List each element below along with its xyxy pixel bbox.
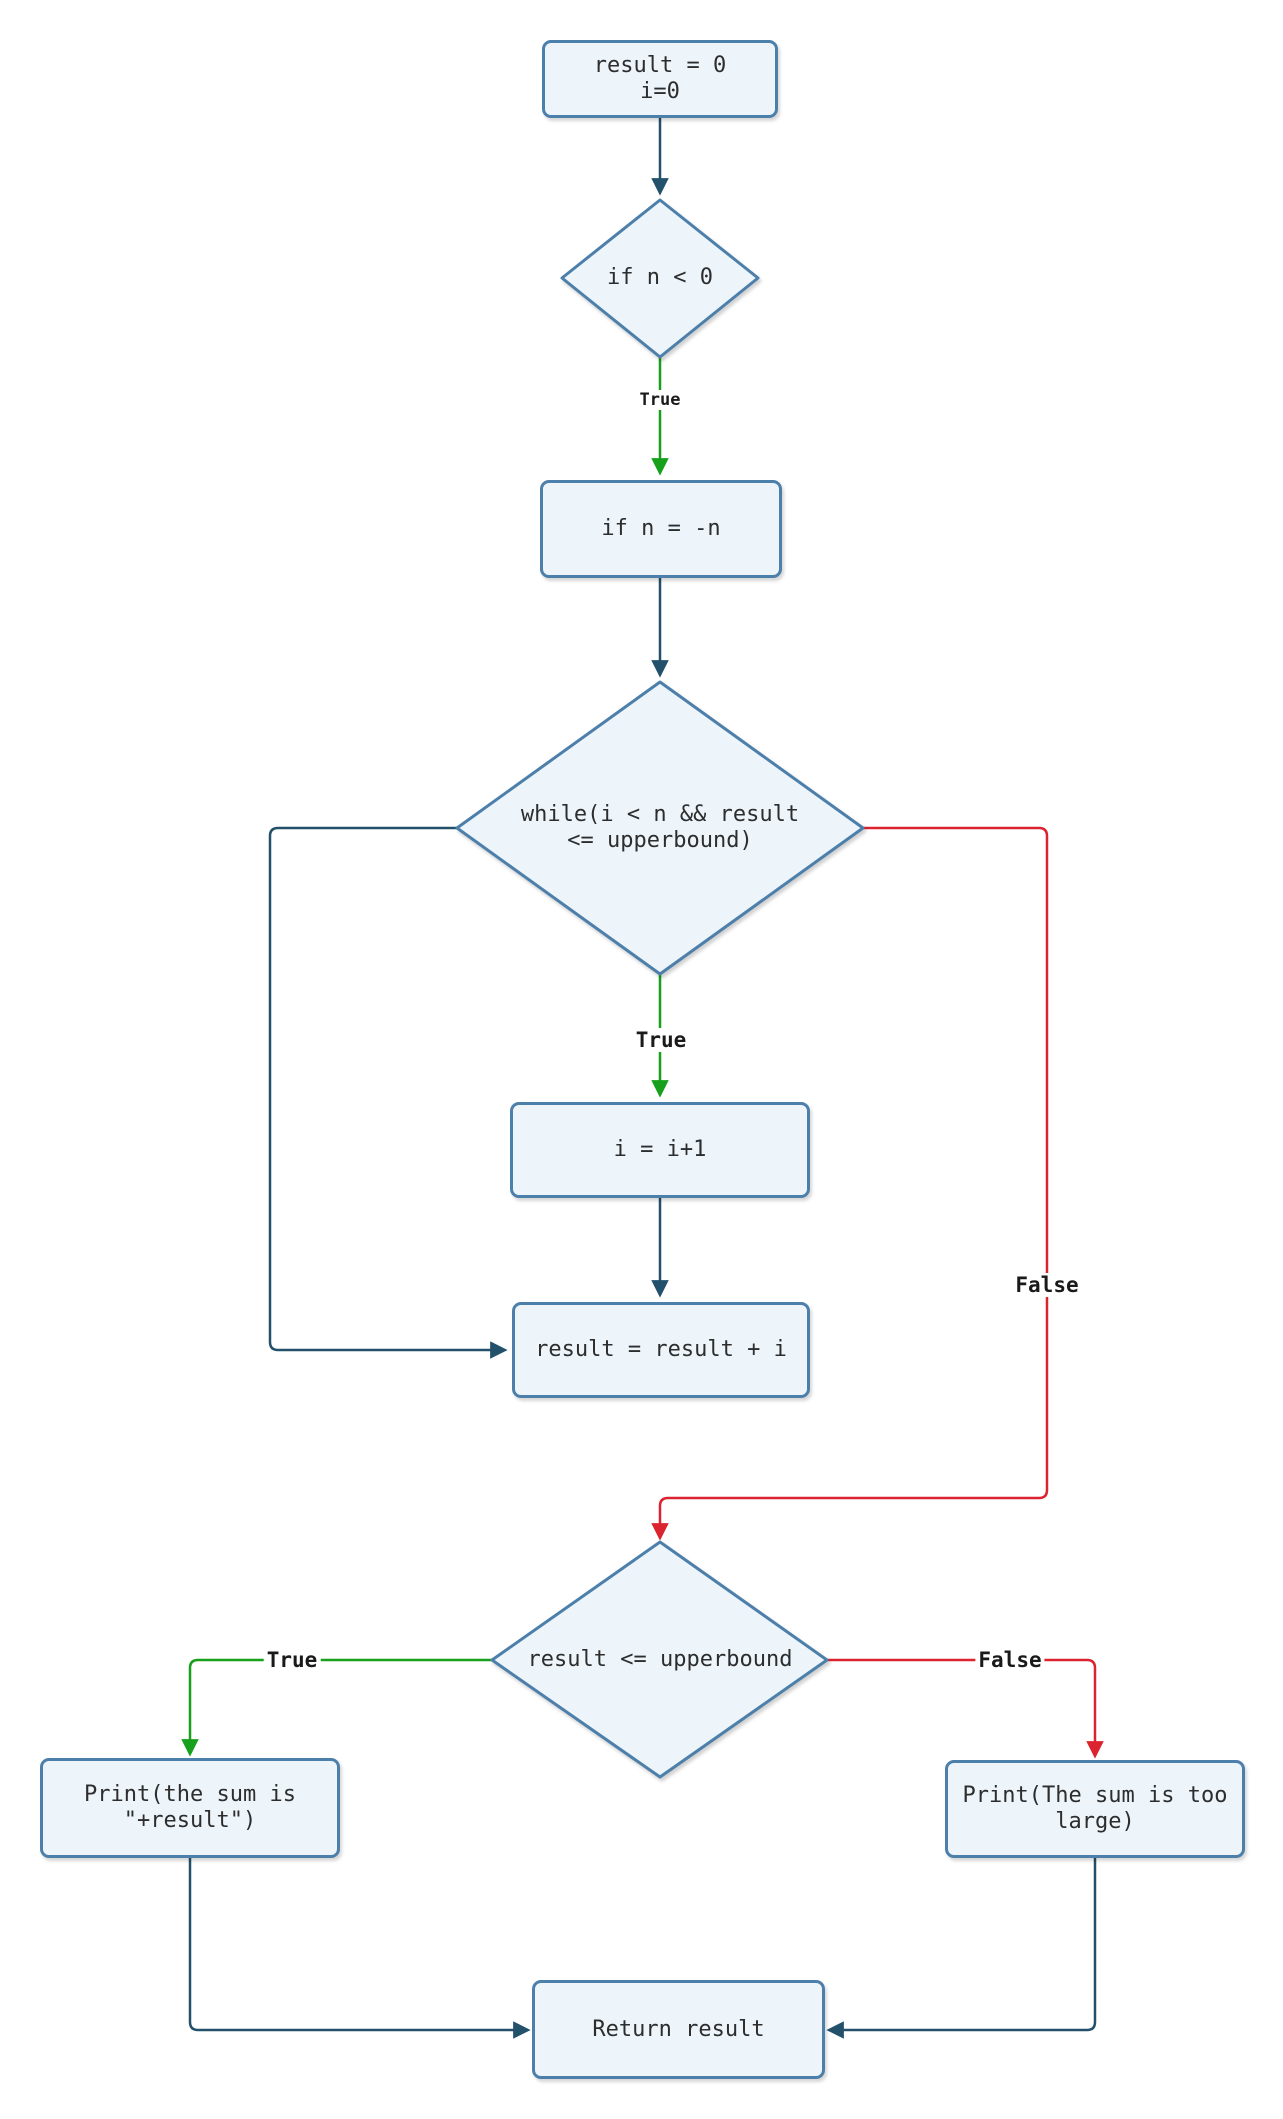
node-accumulate: result = result + i: [512, 1302, 810, 1398]
decision-check-negative-shape: [560, 198, 760, 359]
edge-label-true-check-negative: True: [636, 390, 684, 410]
node-return-result: Return result: [532, 1980, 825, 2079]
edge-print-too-large-to-return: [826, 1858, 1097, 2039]
edge-upperbound-true: [181, 1658, 492, 1757]
edge-upperbound-false: [827, 1658, 1104, 1759]
edge-label-false-while-exit: False: [1012, 1273, 1082, 1297]
node-negate: if n = -n: [540, 480, 782, 578]
edge-label-false-upperbound: False: [975, 1648, 1045, 1672]
node-print-sum: Print(the sum is "+result"): [40, 1758, 340, 1858]
decision-while-loop-shape: [455, 680, 865, 976]
node-print-too-large: Print(The sum is too large): [945, 1760, 1245, 1858]
edge-label-true-while-body: True: [632, 1028, 690, 1052]
edge-while-false: [651, 826, 1049, 1541]
node-increment: i = i+1: [510, 1102, 810, 1198]
decision-check-upperbound-shape: [490, 1540, 829, 1779]
edge-print-sum-to-return: [188, 1858, 531, 2039]
edge-while-loop-back: [268, 826, 508, 1359]
edge-label-true-upperbound: True: [263, 1648, 321, 1672]
node-init: result = 0 i=0: [542, 40, 778, 118]
